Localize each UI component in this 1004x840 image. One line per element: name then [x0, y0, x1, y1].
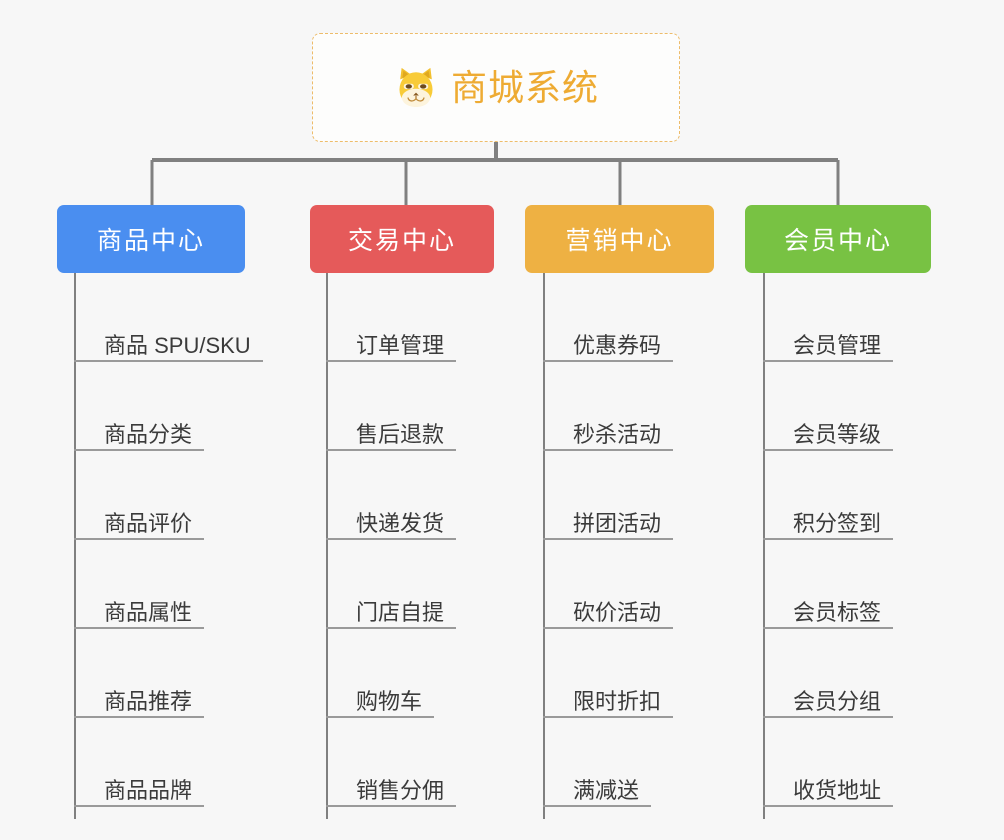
category-header-3[interactable]: 会员中心 [745, 205, 931, 273]
leaf-underline [326, 716, 435, 718]
leaf-item[interactable]: 会员等级 [763, 362, 894, 451]
leaf-item[interactable]: 商品属性 [74, 540, 251, 629]
page-title: 商城系统 [450, 66, 599, 108]
leaf-label: 商品品牌 [104, 777, 193, 803]
shiba-inu-icon [399, 67, 433, 107]
leaf-column-0: 商品 SPU/SKU 商品分类 商品评价 商品属性 商品推荐 商品品牌 [74, 273, 263, 819]
trunk-line [74, 273, 76, 819]
leaf-underline [326, 360, 457, 362]
leaf-underline [326, 538, 457, 540]
leaf-label: 商品分类 [104, 421, 193, 447]
leaf-label: 销售分佣 [356, 777, 445, 803]
leaf-label: 砍价活动 [573, 599, 662, 625]
category-header-1[interactable]: 交易中心 [310, 205, 494, 273]
leaf-label: 售后退款 [356, 421, 445, 447]
leaf-underline [543, 805, 652, 807]
category-header-2[interactable]: 营销中心 [525, 205, 714, 273]
leaf-underline [326, 627, 457, 629]
leaf-item[interactable]: 商品品牌 [74, 718, 251, 807]
leaf-item[interactable]: 满减送 [543, 718, 661, 807]
trunk-line [543, 273, 545, 819]
leaf-label: 商品 SPU/SKU [104, 332, 251, 358]
category-label: 营销中心 [565, 227, 674, 255]
leaf-label: 优惠券码 [573, 332, 662, 358]
leaf-item[interactable]: 会员管理 [763, 273, 894, 362]
leaf-item[interactable]: 砍价活动 [543, 540, 674, 629]
leaf-item[interactable]: 限时折扣 [543, 629, 674, 718]
leaf-item[interactable]: 门店自提 [326, 540, 457, 629]
leaf-underline [74, 627, 205, 629]
leaf-underline [74, 360, 263, 362]
leaf-underline [763, 449, 894, 451]
leaf-item[interactable]: 会员分组 [763, 629, 894, 718]
leaf-underline [543, 716, 674, 718]
trunk-line [763, 273, 765, 819]
leaf-label: 会员等级 [793, 421, 882, 447]
leaf-label: 满减送 [573, 777, 640, 803]
leaf-label: 限时折扣 [573, 688, 662, 714]
leaf-underline [74, 538, 205, 540]
leaf-label: 商品推荐 [104, 688, 193, 714]
category-label: 交易中心 [347, 227, 456, 255]
leaf-label: 购物车 [356, 688, 423, 714]
leaf-item[interactable]: 商品评价 [74, 451, 251, 540]
leaf-column-3: 会员管理 会员等级 积分签到 会员标签 会员分组 收货地址 [763, 273, 894, 819]
leaf-label: 会员管理 [793, 332, 882, 358]
leaf-underline [543, 360, 674, 362]
leaf-item[interactable]: 拼团活动 [543, 451, 674, 540]
leaf-label: 会员标签 [793, 599, 882, 625]
leaf-underline [543, 538, 674, 540]
leaf-item[interactable]: 秒杀活动 [543, 362, 674, 451]
leaf-item[interactable]: 销售分佣 [326, 718, 457, 807]
leaf-underline [763, 538, 894, 540]
leaf-item[interactable]: 售后退款 [326, 362, 457, 451]
leaf-underline [74, 716, 205, 718]
leaf-item[interactable]: 商品 SPU/SKU [74, 273, 263, 362]
leaf-underline [763, 805, 894, 807]
category-header-0[interactable]: 商品中心 [57, 205, 245, 273]
leaf-label: 门店自提 [356, 599, 445, 625]
leaf-label: 拼团活动 [573, 510, 662, 536]
category-label: 商品中心 [96, 227, 205, 255]
leaf-item[interactable]: 快递发货 [326, 451, 457, 540]
leaf-underline [74, 449, 205, 451]
leaf-underline [326, 805, 457, 807]
leaf-item[interactable]: 订单管理 [326, 273, 457, 362]
leaf-item[interactable]: 收货地址 [763, 718, 894, 807]
leaf-underline [763, 360, 894, 362]
leaf-label: 订单管理 [356, 332, 445, 358]
leaf-item[interactable]: 优惠券码 [543, 273, 674, 362]
leaf-item[interactable]: 积分签到 [763, 451, 894, 540]
leaf-column-2: 优惠券码 秒杀活动 拼团活动 砍价活动 限时折扣 满减送 [543, 273, 674, 819]
leaf-item[interactable]: 商品分类 [74, 362, 251, 451]
trunk-line [326, 273, 328, 819]
leaf-label: 收货地址 [793, 777, 882, 803]
leaf-underline [543, 449, 674, 451]
leaf-label: 会员分组 [793, 688, 882, 714]
root-node[interactable]: 商城系统 [312, 33, 680, 142]
leaf-item[interactable]: 商品推荐 [74, 629, 251, 718]
leaf-underline [326, 449, 457, 451]
leaf-underline [543, 627, 674, 629]
leaf-item[interactable]: 购物车 [326, 629, 444, 718]
leaf-label: 商品属性 [104, 599, 193, 625]
leaf-underline [74, 805, 205, 807]
leaf-underline [763, 627, 894, 629]
leaf-item[interactable]: 会员标签 [763, 540, 894, 629]
category-label: 会员中心 [783, 227, 892, 255]
leaf-underline [763, 716, 894, 718]
leaf-label: 商品评价 [104, 510, 193, 536]
leaf-column-1: 订单管理 售后退款 快递发货 门店自提 购物车 销售分佣 [326, 273, 457, 819]
leaf-label: 秒杀活动 [573, 421, 662, 447]
leaf-label: 积分签到 [793, 510, 882, 536]
leaf-label: 快递发货 [356, 510, 445, 536]
